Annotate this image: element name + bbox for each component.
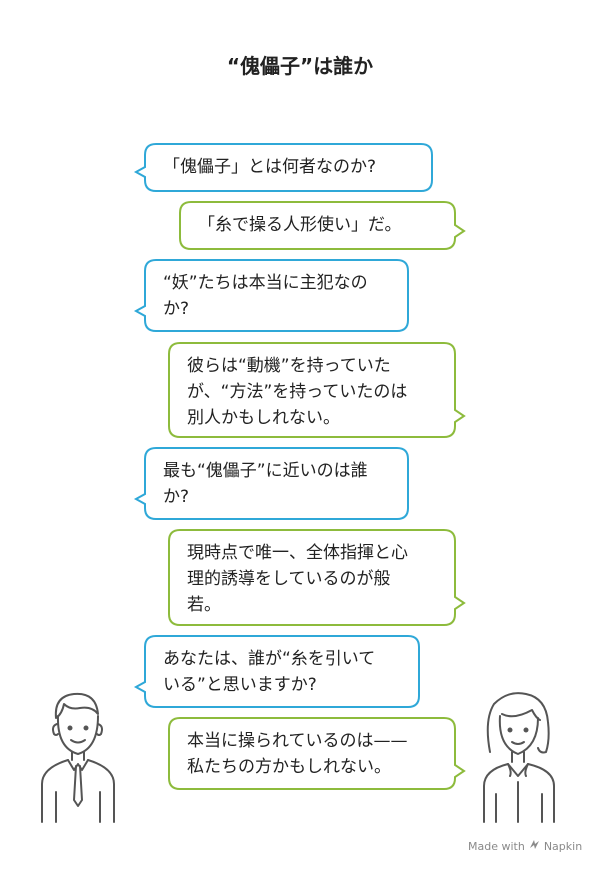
speech-bubble-outline	[168, 529, 466, 626]
speech-bubble-text: あなたは、誰が“糸を引いて いる”と思いますか?	[163, 649, 376, 695]
speech-bubble-text: 最も“傀儡子”に近いのは誰 か?	[163, 461, 368, 507]
speech-bubble-text: “妖”たちは本当に主犯なの か?	[163, 273, 368, 319]
speech-bubble-text: 彼らは“動機”を持っていた が、“方法”を持っていたのは 別人かもしれない。	[187, 356, 408, 428]
speech-bubble-text: 現時点で唯一、全体指揮と心 理的誘導をしているのが般 若。	[187, 543, 408, 615]
speech-bubble-outline	[133, 635, 420, 708]
speech-bubble-outline	[168, 717, 466, 790]
napkin-brand-label: Napkin	[543, 839, 583, 853]
woman-avatar-icon	[483, 692, 555, 823]
page-title: “傀儡子”は誰か	[226, 54, 374, 78]
speech-bubble-outline	[133, 143, 433, 192]
speech-bubble-outline	[133, 259, 409, 332]
footer-watermark: Made with Napkin	[468, 839, 582, 853]
man-avatar-icon	[41, 692, 115, 823]
speech-bubble-outline	[168, 342, 466, 438]
speech-bubble-text: 「傀儡子」とは何者なのか?	[163, 157, 377, 177]
speech-bubble-text: 本当に操られているのは—— 私たちの方かもしれない。	[187, 731, 408, 777]
made-with-label: Made with	[468, 839, 525, 853]
napkin-logo-icon	[529, 839, 540, 853]
speech-bubble-text: 「糸で操る人形使い」だ。	[198, 215, 402, 235]
speech-bubble-outline	[133, 447, 409, 520]
speech-bubble-outline	[179, 201, 466, 250]
